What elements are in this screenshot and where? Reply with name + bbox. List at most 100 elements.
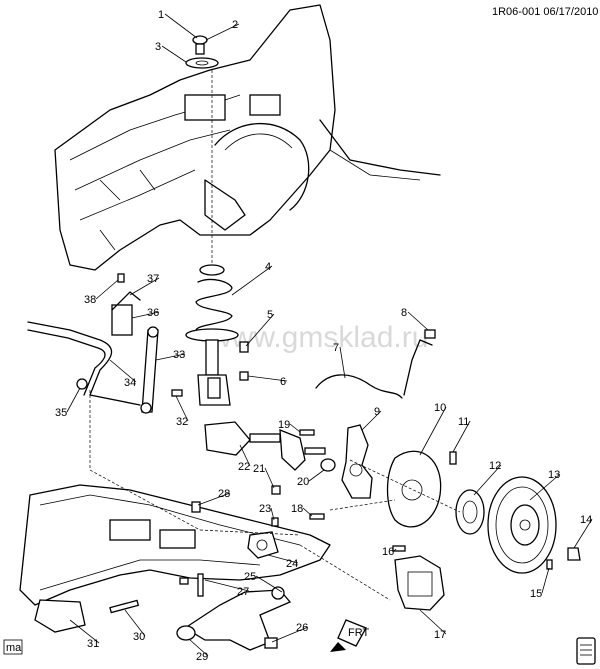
callout-leader-18 [302, 507, 313, 517]
callout-1: 1 [158, 9, 164, 21]
callout-27: 27 [237, 586, 249, 598]
body-structure [54, 4, 441, 271]
callout-2: 2 [232, 19, 238, 31]
callout-7: 7 [333, 342, 339, 354]
callout-24: 24 [286, 558, 298, 570]
fasteners-19-20-21 [271, 429, 336, 495]
callout-38: 38 [84, 294, 96, 306]
front-direction-arrow: FRT [330, 619, 369, 652]
fasteners-14-15 [546, 547, 581, 570]
callout-leader-26 [271, 626, 309, 643]
callout-leader-33 [155, 353, 186, 361]
corner-tag: ma [6, 642, 22, 654]
strut-mount-parts [185, 35, 219, 69]
callout-14: 14 [580, 514, 592, 526]
callout-leader-36 [131, 311, 160, 319]
callout-leader-29 [189, 639, 209, 657]
callout-30: 30 [133, 631, 145, 643]
callout-leader-3 [161, 45, 187, 63]
callout-leader-27 [204, 579, 250, 592]
callout-leader-8 [407, 311, 429, 331]
front-subframe [19, 484, 331, 633]
callout-18: 18 [291, 503, 303, 515]
corner-tag-box [3, 639, 23, 655]
callout-35: 35 [55, 407, 67, 419]
stabilizer-link [111, 273, 159, 414]
hub-bearing [455, 489, 485, 535]
callout-22: 22 [238, 461, 250, 473]
callout-33: 33 [173, 349, 185, 361]
callout-19: 19 [278, 419, 290, 431]
callout-leader-28 [197, 492, 231, 506]
callout-leader-35 [66, 387, 81, 413]
callout-leader-1 [164, 13, 198, 39]
document-icon [576, 637, 596, 665]
callout-8: 8 [401, 307, 407, 319]
callout-23: 23 [259, 503, 271, 515]
callout-leader-22 [239, 444, 251, 467]
callout-32: 32 [176, 416, 188, 428]
callout-13: 13 [548, 469, 560, 481]
callout-leader-38 [95, 279, 119, 300]
front-label: FRT [348, 627, 369, 639]
callout-11: 11 [458, 416, 469, 428]
brake-caliper [394, 555, 445, 611]
callout-leader-11 [452, 420, 471, 453]
brake-rotor [487, 476, 557, 574]
callout-5: 5 [267, 309, 273, 321]
fastener-32 [171, 389, 183, 397]
callout-10: 10 [434, 402, 446, 414]
callout-26: 26 [296, 622, 308, 634]
callout-25: 25 [244, 571, 256, 583]
callout-leader-5 [245, 313, 275, 347]
callout-leader-25 [255, 575, 283, 593]
callout-leader-19 [289, 423, 301, 433]
callout-leader-31 [69, 619, 100, 644]
callout-leader-13 [529, 473, 561, 501]
callout-28: 28 [218, 488, 230, 500]
callout-3: 3 [155, 41, 161, 53]
callout-leader-2 [205, 23, 240, 41]
callout-leader-30 [124, 609, 146, 637]
callout-leader-10 [419, 406, 447, 456]
callout-leader-24 [267, 554, 299, 564]
fasteners-16-18 [309, 513, 406, 552]
callout-12: 12 [489, 460, 501, 472]
stabilizer-shaft [27, 321, 141, 406]
callout-31: 31 [87, 638, 99, 650]
callout-36: 36 [147, 307, 159, 319]
fastener-11 [449, 451, 457, 465]
callout-leader-12 [473, 464, 502, 496]
callout-leader-32 [175, 395, 189, 422]
callout-15: 15 [530, 588, 542, 600]
callout-leader-21 [264, 467, 275, 489]
callout-16: 16 [382, 546, 394, 558]
callout-leader-20 [308, 469, 325, 482]
diagram-code: 1R06-001 06/17/2010 [492, 6, 598, 18]
callout-leader-16 [393, 548, 397, 552]
callout-6: 6 [280, 376, 286, 388]
callout-leader-34 [109, 359, 137, 383]
callout-leader-9 [361, 410, 382, 431]
callout-leader-4 [231, 265, 273, 296]
callout-leader-15 [541, 567, 550, 594]
callout-leader-23 [270, 507, 275, 521]
lower-control-arm [109, 501, 292, 651]
callout-leader-14 [573, 518, 593, 549]
callout-29: 29 [196, 651, 208, 663]
abs-sensor-wire [315, 329, 436, 399]
drive-axle [204, 421, 326, 471]
callout-leader-6 [247, 375, 288, 382]
steering-knuckle [341, 424, 373, 499]
control-arm-bushing [247, 517, 279, 559]
callout-34: 34 [124, 377, 136, 389]
callout-leaders [66, 13, 593, 657]
callout-leader-37 [129, 277, 160, 296]
callout-37: 37 [147, 273, 159, 285]
callout-leader-17 [419, 609, 447, 635]
callout-20: 20 [297, 476, 309, 488]
callout-17: 17 [434, 629, 446, 641]
